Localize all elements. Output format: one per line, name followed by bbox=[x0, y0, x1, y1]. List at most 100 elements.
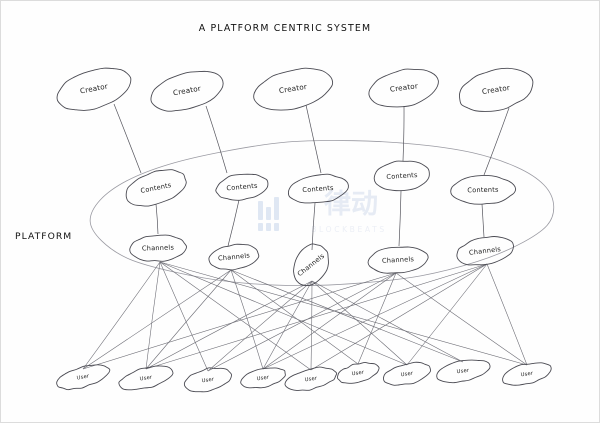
channel-user-edge bbox=[230, 269, 464, 363]
creator-node[interactable]: Creator bbox=[56, 67, 132, 111]
contents-node[interactable]: Contents bbox=[450, 174, 517, 205]
channels-ellipse bbox=[293, 243, 329, 287]
platform-boundary-ring bbox=[89, 140, 555, 287]
channel-user-edge bbox=[159, 261, 408, 366]
contents-node[interactable]: Contents bbox=[215, 173, 269, 201]
watermark-logo-icon bbox=[258, 197, 279, 231]
channel-user-edge bbox=[311, 280, 408, 366]
user-node[interactable]: User bbox=[118, 365, 174, 391]
channels-ellipse bbox=[456, 236, 514, 266]
contents-node[interactable]: Contents bbox=[287, 173, 349, 204]
user-node[interactable]: User bbox=[240, 367, 286, 389]
channel-user-edge bbox=[310, 280, 313, 371]
channels-label: Channels bbox=[142, 243, 175, 252]
channel-user-edge bbox=[486, 263, 528, 366]
creator-contents-edge bbox=[305, 104, 322, 174]
contents-channels-edges bbox=[155, 190, 485, 251]
page-title: A PLATFORM CENTRIC SYSTEM bbox=[199, 23, 371, 34]
channels-node[interactable]: Channels bbox=[367, 246, 429, 274]
creator-label: Creator bbox=[79, 82, 108, 96]
channels-node[interactable]: Channels bbox=[293, 243, 329, 287]
watermark-latin-text: BLOCKBEATS bbox=[311, 225, 387, 234]
user-node[interactable]: User bbox=[56, 364, 111, 391]
contents-channels-edge bbox=[398, 190, 402, 247]
contents-channels-edge bbox=[155, 203, 159, 235]
channel-user-edge bbox=[310, 263, 488, 371]
creator-ellipse bbox=[458, 67, 534, 112]
channel-user-edge bbox=[230, 269, 359, 365]
user-label: User bbox=[256, 375, 270, 383]
creator-node[interactable]: Creator bbox=[368, 68, 439, 108]
channels-label: Channels bbox=[469, 245, 502, 257]
channel-user-edge bbox=[262, 280, 313, 370]
creator-nodes: Creator Creator Creator Creator Creator bbox=[56, 67, 534, 112]
user-label: User bbox=[139, 374, 153, 382]
creator-node[interactable]: Creator bbox=[458, 67, 534, 112]
creator-label: Creator bbox=[389, 81, 418, 94]
user-label: User bbox=[520, 370, 534, 378]
channels-label: Channels bbox=[218, 251, 251, 262]
user-node[interactable]: User bbox=[502, 362, 552, 386]
creator-ellipse bbox=[253, 67, 334, 111]
user-label: User bbox=[76, 373, 90, 381]
channel-user-edge bbox=[159, 261, 209, 372]
user-ellipse bbox=[502, 362, 552, 386]
user-node[interactable]: User bbox=[436, 359, 491, 384]
contents-ellipse bbox=[450, 174, 517, 205]
channel-user-edge bbox=[145, 261, 161, 370]
user-ellipse bbox=[118, 365, 174, 391]
creator-contents-edges bbox=[113, 103, 510, 176]
platform-label: PLATFORM bbox=[15, 231, 72, 242]
user-label: User bbox=[201, 376, 215, 384]
creator-contents-edge bbox=[113, 103, 142, 174]
channels-node[interactable]: Channels bbox=[129, 234, 187, 262]
channels-ellipse bbox=[129, 234, 187, 262]
user-node[interactable]: User bbox=[183, 367, 232, 393]
creator-ellipse bbox=[368, 68, 439, 108]
creator-contents-edge bbox=[483, 107, 510, 176]
user-node[interactable]: User bbox=[336, 361, 380, 384]
channel-user-edge bbox=[145, 280, 313, 370]
user-ellipse bbox=[336, 361, 380, 384]
channels-label: Channels bbox=[296, 252, 326, 278]
user-ellipse bbox=[56, 364, 111, 391]
contents-channels-edge bbox=[481, 203, 485, 238]
channel-user-edge bbox=[395, 272, 528, 366]
contents-label: Contents bbox=[467, 186, 499, 195]
contents-ellipse bbox=[125, 169, 187, 207]
creator-ellipse bbox=[56, 67, 132, 111]
channel-user-edge bbox=[145, 269, 232, 370]
channel-user-edge bbox=[207, 272, 397, 372]
channel-user-edge bbox=[82, 269, 232, 370]
channels-ellipse bbox=[208, 243, 260, 271]
contents-ellipse bbox=[287, 173, 349, 204]
creator-node[interactable]: Creator bbox=[150, 70, 224, 112]
channels-node[interactable]: Channels bbox=[208, 243, 260, 271]
user-node[interactable]: User bbox=[383, 361, 432, 386]
channel-user-edge bbox=[406, 263, 488, 366]
contents-node[interactable]: Contents bbox=[373, 160, 430, 192]
channel-user-edge bbox=[82, 272, 397, 370]
channel-user-edge bbox=[159, 261, 312, 371]
creator-label: Creator bbox=[481, 83, 510, 96]
channel-user-edge bbox=[82, 261, 161, 370]
contents-ellipse bbox=[373, 160, 430, 192]
user-ellipse bbox=[383, 361, 432, 386]
contents-channels-edge bbox=[311, 202, 316, 251]
channels-node[interactable]: Channels bbox=[456, 236, 514, 266]
creator-label: Creator bbox=[278, 82, 307, 95]
creator-contents-edge bbox=[205, 105, 228, 174]
channels-label: Channels bbox=[382, 255, 415, 265]
contents-label: Contents bbox=[386, 171, 418, 181]
user-node[interactable]: User bbox=[284, 366, 338, 391]
creator-node[interactable]: Creator bbox=[253, 67, 334, 111]
user-ellipse bbox=[240, 367, 286, 389]
channel-user-edge bbox=[262, 263, 488, 370]
watermark-cjk-text: 律动 bbox=[324, 189, 378, 220]
contents-node[interactable]: Contents bbox=[125, 169, 187, 207]
platform-ring-outline bbox=[89, 140, 555, 287]
watermark-group: 律动 BLOCKBEATS bbox=[258, 189, 387, 234]
channel-user-edges bbox=[82, 261, 528, 372]
